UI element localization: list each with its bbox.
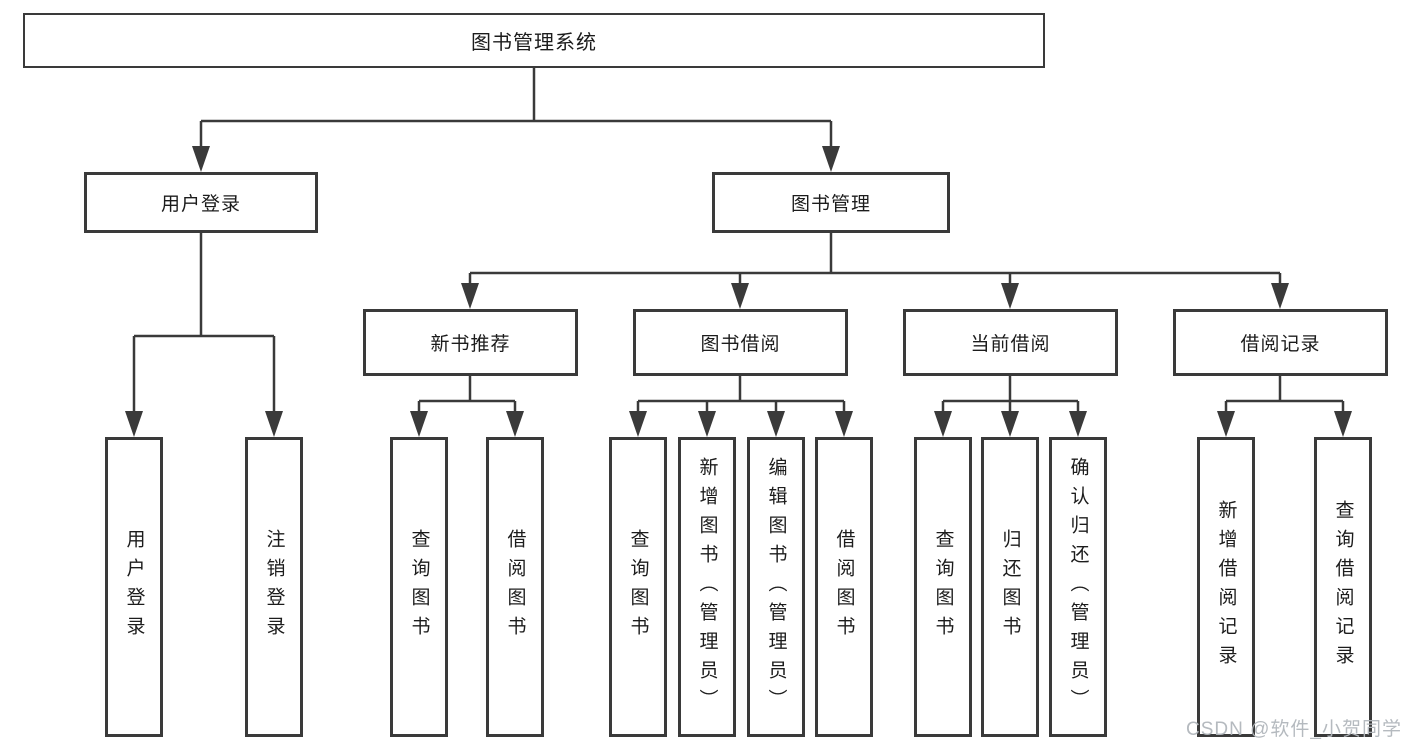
- node-root-label: 图书管理系统: [471, 32, 597, 54]
- leaf-add-book-admin-label: 新增图书（管理员）: [696, 456, 718, 718]
- leaf-edit-book-admin: 编辑图书（管理员）: [747, 437, 805, 737]
- leaf-query-books-recommend: 查询图书: [390, 437, 448, 737]
- node-user-login: 用户登录: [84, 172, 318, 233]
- node-current-borrowing-label: 当前借阅: [970, 334, 1051, 355]
- csdn-watermark: CSDN @软件_小贺同学: [1186, 719, 1402, 740]
- node-root-library-management-system: 图书管理系统: [23, 13, 1045, 68]
- leaf-return-book-label: 归还图书: [999, 529, 1021, 645]
- leaf-logout-login-label: 注销登录: [263, 529, 285, 645]
- leaf-query-books-current-label: 查询图书: [932, 529, 954, 645]
- leaf-query-borrow-record: 查询借阅记录: [1314, 437, 1372, 737]
- arrowheads: [125, 146, 1352, 437]
- leaf-user-login-label: 用户登录: [123, 529, 145, 645]
- leaf-confirm-return-admin: 确认归还（管理员）: [1049, 437, 1107, 737]
- leaf-query-books-borrowing: 查询图书: [609, 437, 667, 737]
- node-borrowing-records: 借阅记录: [1173, 309, 1388, 376]
- node-book-management-label: 图书管理: [790, 194, 871, 215]
- node-book-management: 图书管理: [712, 172, 950, 233]
- leaf-borrow-books-recommend-label: 借阅图书: [504, 529, 526, 645]
- leaf-query-borrow-record-label: 查询借阅记录: [1332, 500, 1354, 674]
- node-borrowing-records-label: 借阅记录: [1240, 334, 1321, 355]
- leaf-add-borrow-record-label: 新增借阅记录: [1215, 500, 1237, 674]
- leaf-add-borrow-record: 新增借阅记录: [1197, 437, 1255, 737]
- leaf-query-books-borrowing-label: 查询图书: [627, 529, 649, 645]
- leaf-borrow-books-borrowing-label: 借阅图书: [833, 529, 855, 645]
- leaf-borrow-books-recommend: 借阅图书: [486, 437, 544, 737]
- node-book-borrowing: 图书借阅: [633, 309, 848, 376]
- node-user-login-label: 用户登录: [160, 194, 241, 215]
- leaf-add-book-admin: 新增图书（管理员）: [678, 437, 736, 737]
- node-book-borrowing-label: 图书借阅: [700, 334, 781, 355]
- node-new-book-recommend: 新书推荐: [363, 309, 578, 376]
- leaf-query-books-current: 查询图书: [914, 437, 972, 737]
- leaf-query-books-recommend-label: 查询图书: [408, 529, 430, 645]
- leaf-borrow-books-borrowing: 借阅图书: [815, 437, 873, 737]
- leaf-logout-login: 注销登录: [245, 437, 303, 737]
- node-current-borrowing: 当前借阅: [903, 309, 1118, 376]
- leaf-edit-book-admin-label: 编辑图书（管理员）: [765, 456, 787, 718]
- leaf-confirm-return-admin-label: 确认归还（管理员）: [1067, 456, 1089, 718]
- node-new-book-recommend-label: 新书推荐: [430, 334, 511, 355]
- leaf-return-book: 归还图书: [981, 437, 1039, 737]
- leaf-user-login: 用户登录: [105, 437, 163, 737]
